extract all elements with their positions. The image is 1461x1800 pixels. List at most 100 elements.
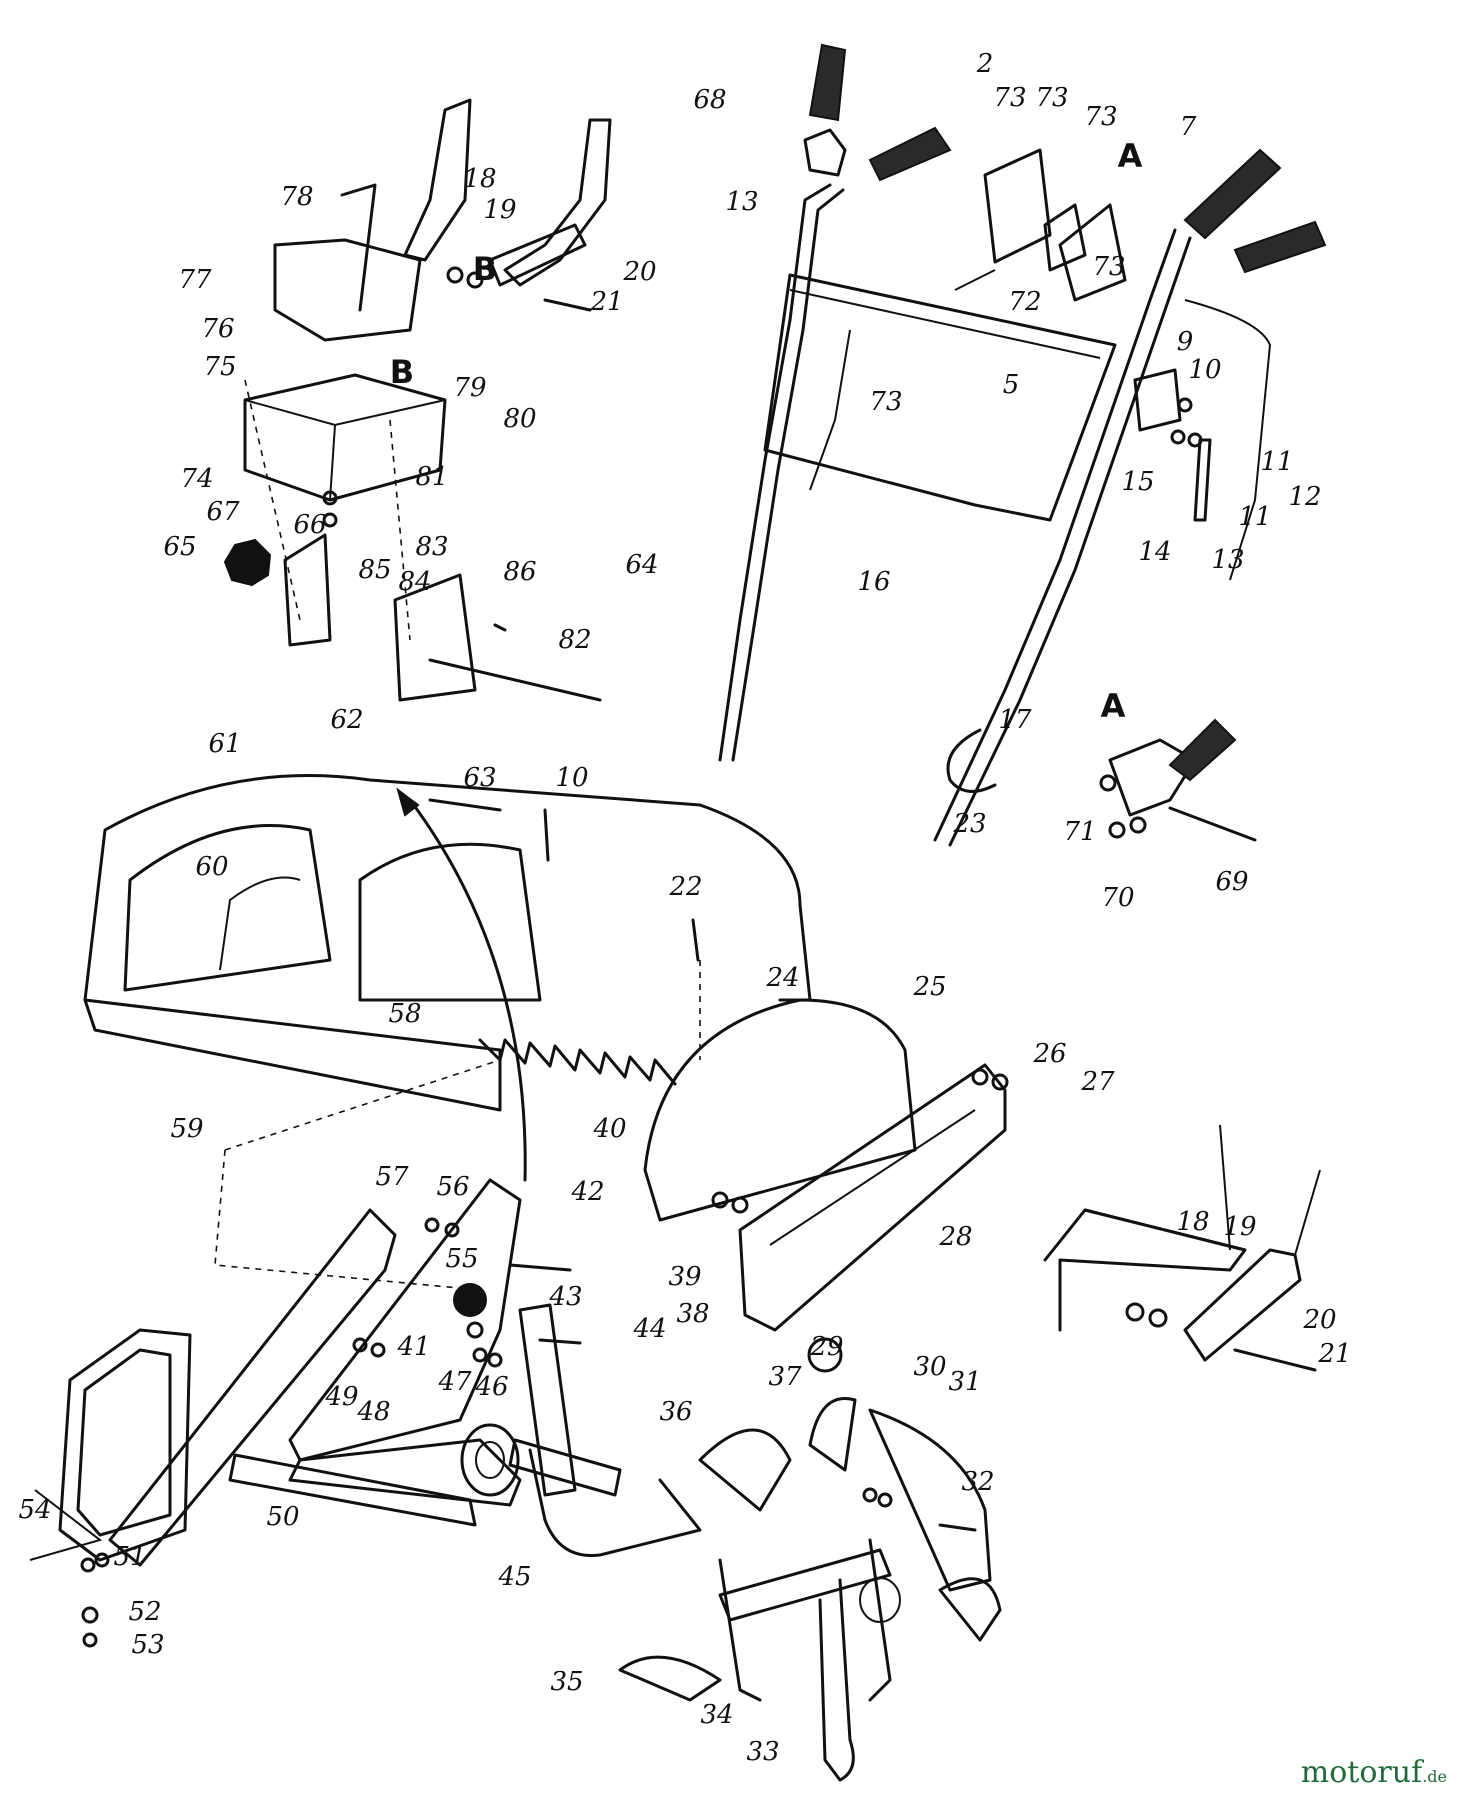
callout-61: 61 <box>208 729 241 759</box>
callout-78: 78 <box>280 182 313 212</box>
callout-60: 60 <box>195 852 228 882</box>
callout-53: 53 <box>131 1630 164 1660</box>
callout-74: 74 <box>180 464 213 494</box>
callout-58: 58 <box>388 999 421 1029</box>
callout-44: 44 <box>632 1314 666 1344</box>
callout-85: 85 <box>358 555 391 585</box>
callout-56: 56 <box>436 1172 469 1202</box>
side-plate <box>643 998 917 1222</box>
callout-73: 73 <box>993 83 1026 113</box>
callout-47: 47 <box>437 1367 472 1397</box>
callout-71: 71 <box>1063 817 1096 847</box>
callout-16: 16 <box>857 567 890 597</box>
tine-hood-assembly <box>83 774 1007 1332</box>
callout-11: 11 <box>1260 447 1293 477</box>
callout-26: 26 <box>1032 1039 1066 1069</box>
callout-73: 73 <box>1084 102 1117 132</box>
callout-49: 49 <box>324 1382 358 1412</box>
callout-41: 41 <box>396 1332 430 1362</box>
callout-9: 9 <box>1177 327 1194 357</box>
bracket-assembly <box>223 98 612 702</box>
tine-guard-teeth <box>478 1038 677 1086</box>
hardware <box>80 266 1203 1648</box>
callout-48: 48 <box>356 1397 390 1427</box>
callout-40: 40 <box>592 1114 626 1144</box>
watermark-tld: .de <box>1422 1767 1447 1786</box>
callout-65: 65 <box>163 532 196 562</box>
callout-66: 66 <box>293 510 326 540</box>
left-handle-grip-icon <box>868 126 952 182</box>
callout-83: 83 <box>415 532 448 562</box>
star-knob-icon <box>223 538 272 587</box>
callout-31: 31 <box>948 1367 981 1397</box>
callout-62: 62 <box>330 705 363 735</box>
callout-33: 33 <box>746 1737 779 1767</box>
callout-42: 42 <box>570 1177 604 1207</box>
callout-73: 73 <box>1092 252 1125 282</box>
callout-80: 80 <box>503 404 536 434</box>
detail-bracket <box>1043 1124 1321 1372</box>
callout-21: 21 <box>589 287 623 317</box>
callout-19: 19 <box>1223 1212 1256 1242</box>
reference-letter-a: A <box>1118 137 1143 175</box>
callout-17: 17 <box>998 705 1032 735</box>
callout-46: 46 <box>474 1372 508 1402</box>
callout-50: 50 <box>266 1502 299 1532</box>
callout-54: 54 <box>18 1495 51 1525</box>
callout-18: 18 <box>463 164 496 194</box>
callout-15: 15 <box>1121 467 1154 497</box>
callout-20: 20 <box>622 257 656 287</box>
hose-clip <box>946 728 997 793</box>
callout-20: 20 <box>1302 1305 1336 1335</box>
callout-69: 69 <box>1215 867 1248 897</box>
callout-37: 37 <box>768 1362 802 1392</box>
right-grip-icon <box>1183 148 1282 240</box>
callout-68: 68 <box>693 85 726 115</box>
callout-5: 5 <box>1003 370 1020 400</box>
callout-34: 34 <box>700 1700 733 1730</box>
callout-77: 77 <box>178 265 212 295</box>
callout-18: 18 <box>1176 1207 1209 1237</box>
callout-2: 2 <box>976 49 994 79</box>
callout-14: 14 <box>1138 537 1171 567</box>
callout-73: 73 <box>869 387 902 417</box>
callout-35: 35 <box>550 1667 583 1697</box>
callout-11: 11 <box>1238 502 1271 532</box>
callout-10: 10 <box>1188 355 1221 385</box>
callout-52: 52 <box>128 1597 161 1627</box>
callout-29: 29 <box>809 1332 843 1362</box>
callout-51: 51 <box>113 1542 146 1572</box>
callout-86: 86 <box>503 557 536 587</box>
depth-plate <box>738 1063 1007 1332</box>
watermark-logo: motoruf.de <box>1301 1755 1447 1790</box>
callout-32: 32 <box>961 1467 994 1497</box>
callout-76: 76 <box>201 314 234 344</box>
handlebar-assembly <box>718 43 1327 847</box>
callout-25: 25 <box>912 972 946 1002</box>
callout-28: 28 <box>938 1222 972 1252</box>
callout-30: 30 <box>913 1352 946 1382</box>
callout-27: 27 <box>1080 1067 1115 1097</box>
part-badge-icon <box>807 1337 843 1373</box>
callout-81: 81 <box>415 462 448 492</box>
callout-23: 23 <box>952 809 986 839</box>
adjuster-knob-icon <box>453 1283 487 1317</box>
callout-43: 43 <box>548 1282 582 1312</box>
callout-63: 63 <box>463 763 496 793</box>
handle-shield-plate <box>763 273 1117 522</box>
callout-7: 7 <box>1180 112 1197 142</box>
callout-13: 13 <box>725 187 758 217</box>
reference-letters: A B B A <box>390 137 1143 725</box>
reference-letter-a: A <box>1101 687 1126 725</box>
watermark-brand: motoruf <box>1300 1755 1423 1790</box>
callout-45: 45 <box>497 1562 531 1592</box>
callout-13: 13 <box>1211 545 1244 575</box>
callout-38: 38 <box>676 1299 709 1329</box>
callout-10: 10 <box>555 763 588 793</box>
reference-letter-b: B <box>473 250 497 288</box>
reference-letter-b: B <box>390 353 414 391</box>
callout-73: 73 <box>1035 83 1068 113</box>
callout-39: 39 <box>668 1262 701 1292</box>
